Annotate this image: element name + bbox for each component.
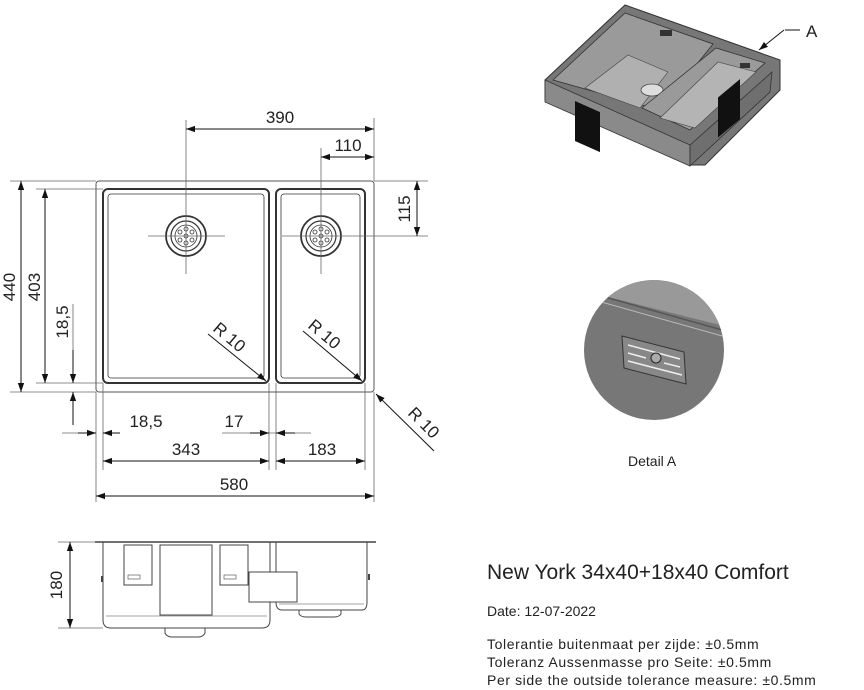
top-view [10,118,435,502]
dim-drain-spacing: 390 [266,108,294,127]
dim-radius-small-bowl: R 10 [304,316,344,354]
product-title: New York 34x40+18x40 Comfort [487,561,789,584]
dim-radius-large-bowl: R 10 [209,319,249,357]
dim-edge-margin-horizontal: 18,5 [129,412,162,431]
dim-small-drain-offset: 110 [334,136,361,155]
drawing-date: Date: 12-07-2022 [487,603,596,619]
dim-small-bowl-width: 183 [308,440,336,459]
dim-total-width: 580 [220,475,248,494]
isometric-sink-view: A [544,4,818,167]
dim-height: 180 [47,571,66,599]
dim-edge-margin-vertical: 18,5 [53,305,72,338]
detail-a-view [584,280,724,420]
tolerance-dutch: Tolerantie buitenmaat per zijde: ±0.5mm [487,636,760,652]
dim-total-depth: 440 [0,273,19,301]
dim-divider: 17 [225,412,244,431]
top-view-dimensions: 390 110 115 440 403 18,5 18,5 17 343 183… [0,108,443,494]
detail-a-label: Detail A [628,453,677,469]
dim-large-bowl-width: 343 [172,440,200,459]
dim-radius-outer: R 10 [404,403,443,442]
tolerance-german: Toleranz Aussenmasse pro Seite: ±0.5mm [487,654,772,670]
side-view [95,541,376,638]
dim-drain-from-top: 115 [395,195,414,222]
dim-bowl-depth: 403 [25,273,44,301]
tolerance-english: Per side the outside tolerance measure: … [487,672,817,688]
callout-label-a: A [806,22,818,41]
